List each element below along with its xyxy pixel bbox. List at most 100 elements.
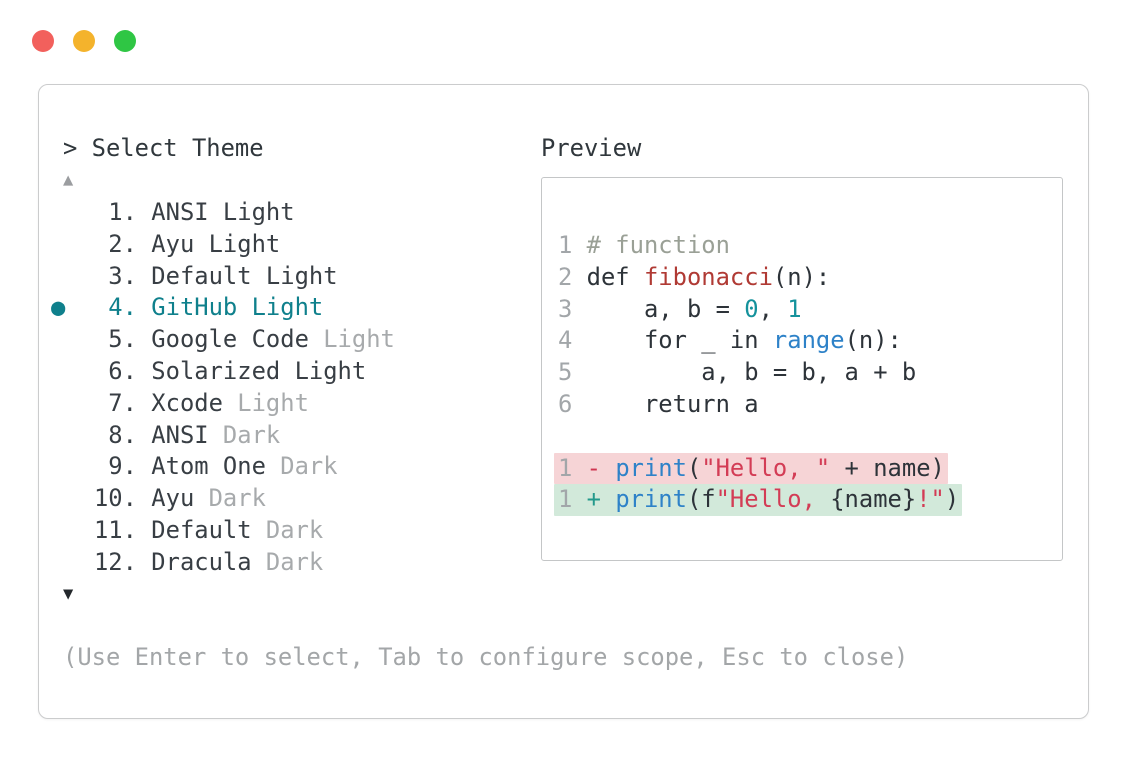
token-builtin: range: [772, 326, 845, 355]
marker-placeholder: [51, 230, 65, 258]
theme-selector-dialog: > Select Theme ▲ 1. ANSI Light 2. Ayu Li…: [38, 84, 1089, 719]
code-line: 6 return a: [558, 389, 1062, 421]
line-number: 3: [558, 294, 587, 323]
theme-name: Xcode: [151, 388, 223, 417]
token-code: def: [586, 262, 644, 291]
theme-option-ansi-light[interactable]: 1. ANSI Light: [51, 197, 395, 229]
theme-number: 8.: [65, 420, 152, 449]
theme-number: 3.: [65, 261, 152, 290]
line-number: 4: [558, 326, 587, 355]
scroll-up-icon[interactable]: ▲: [63, 170, 74, 190]
theme-name-variant: Light: [308, 325, 395, 354]
token-code: (: [686, 453, 702, 482]
theme-option-xcode[interactable]: 7. Xcode Light: [51, 388, 395, 420]
marker-placeholder: [51, 421, 65, 449]
code-line: 1 # function: [558, 230, 1062, 262]
code-line: 5 a, b = b, a + b: [558, 357, 1062, 389]
token-code: for _ in: [586, 326, 773, 355]
line-number: 1: [558, 485, 587, 514]
theme-name: Atom One: [151, 452, 266, 481]
theme-option-google-code[interactable]: 5. Google Code Light: [51, 324, 395, 356]
token-code: return a: [586, 389, 759, 418]
theme-option-ansi[interactable]: 8. ANSI Dark: [51, 420, 395, 452]
code-line: 4 for _ in range(n):: [558, 325, 1062, 357]
marker-placeholder: [51, 262, 65, 290]
theme-option-github-light[interactable]: ● 4. GitHub Light: [51, 292, 395, 324]
theme-name: Dracula: [151, 547, 252, 576]
theme-option-ayu-light[interactable]: 2. Ayu Light: [51, 229, 395, 261]
marker-placeholder: [51, 389, 65, 417]
token-plus: +: [586, 485, 616, 514]
line-number: [558, 422, 572, 450]
theme-option-solarized-light[interactable]: 6. Solarized Light: [51, 356, 395, 388]
diff-line-removed: 1 - print("Hello, " + name): [554, 452, 1062, 485]
close-button[interactable]: [32, 30, 54, 52]
theme-list: 1. ANSI Light 2. Ayu Light 3. Default Li…: [51, 197, 395, 579]
theme-name: Google Code: [151, 325, 309, 354]
theme-number: 6.: [65, 356, 152, 385]
token-code: (n):: [844, 326, 902, 355]
marker-placeholder: [51, 548, 65, 576]
token-minus: -: [586, 453, 616, 482]
selected-indicator-dot: ●: [51, 293, 66, 322]
code-line: 2 def fibonacci(n):: [558, 262, 1062, 294]
diff-line-added: 1 + print(f"Hello, {name}!"): [554, 484, 1062, 517]
theme-option-atom-one[interactable]: 9. Atom One Dark: [51, 451, 395, 483]
theme-name: ANSI Light: [151, 198, 295, 226]
marker-placeholder: [51, 516, 65, 544]
theme-name: Default Light: [151, 261, 338, 290]
line-number: 5: [558, 358, 587, 387]
diff-highlight-band: 1 + print(f"Hello, {name}!"): [554, 484, 963, 517]
marker-placeholder: [51, 452, 65, 480]
theme-name-variant: Dark: [265, 452, 338, 481]
theme-name: Default: [151, 515, 252, 544]
token-builtin: print: [615, 485, 687, 514]
line-number: 1: [558, 453, 587, 482]
token-string: "Hello, ": [701, 453, 831, 482]
maximize-button[interactable]: [114, 30, 136, 52]
theme-name-variant: Dark: [251, 547, 324, 576]
theme-number: 11.: [65, 515, 152, 544]
window-controls: [32, 30, 136, 52]
token-code: {name}: [830, 485, 917, 514]
theme-name: Ayu Light: [151, 229, 281, 258]
theme-option-dracula[interactable]: 12. Dracula Dark: [51, 547, 395, 579]
theme-name-variant: Dark: [208, 420, 281, 449]
theme-number: 2.: [65, 229, 152, 258]
token-num: 1: [787, 294, 802, 323]
theme-name: Solarized Light: [151, 356, 367, 385]
theme-number: 7.: [65, 388, 152, 417]
token-num: 0: [744, 294, 759, 323]
diff-highlight-band: 1 - print("Hello, " + name): [554, 452, 948, 485]
theme-name: GitHub Light: [151, 293, 324, 322]
token-string: !": [916, 485, 945, 514]
token-builtin: print: [615, 453, 687, 482]
theme-number: 9.: [65, 452, 152, 481]
marker-placeholder: [51, 484, 65, 512]
theme-option-default[interactable]: 11. Default Dark: [51, 515, 395, 547]
line-number: 1: [558, 231, 587, 259]
minimize-button[interactable]: [73, 30, 95, 52]
token-code: a, b = b, a + b: [586, 358, 917, 387]
marker-placeholder: [51, 357, 65, 385]
theme-number: 4.: [65, 293, 152, 322]
code-line: 3 a, b = 0, 1: [558, 294, 1062, 326]
marker-placeholder: [51, 325, 65, 353]
token-string: "Hello,: [715, 485, 831, 514]
token-code: a, b =: [586, 294, 745, 323]
theme-option-ayu[interactable]: 10. Ayu Dark: [51, 483, 395, 515]
line-number: 2: [558, 262, 587, 291]
preview-title: Preview: [541, 134, 642, 162]
theme-name-variant: Dark: [194, 484, 266, 513]
theme-name-variant: Dark: [251, 515, 324, 544]
token-code: (n):: [772, 262, 831, 291]
theme-number: 5.: [65, 325, 152, 354]
token-func: fibonacci: [643, 262, 773, 291]
theme-option-default-light[interactable]: 3. Default Light: [51, 261, 395, 293]
marker-placeholder: [51, 198, 65, 226]
code-line: [558, 421, 1062, 453]
scroll-down-icon[interactable]: ▼: [63, 584, 74, 604]
token-code: ): [944, 485, 960, 514]
